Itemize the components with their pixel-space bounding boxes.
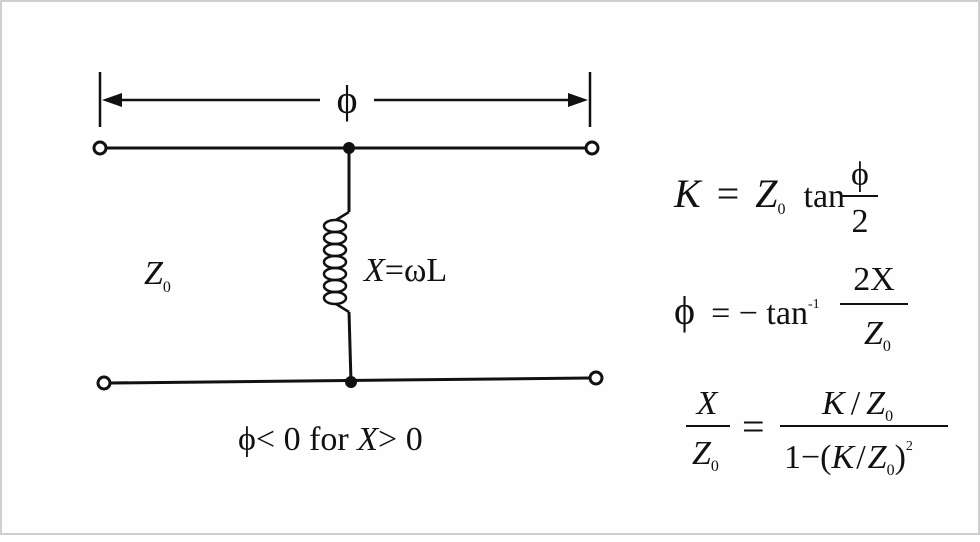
svg-text:K / Z0: K / Z0 <box>821 385 893 425</box>
junction-bottom <box>345 376 357 388</box>
reactance-label: X=ωL <box>362 252 447 289</box>
conductors <box>106 146 591 385</box>
equation-k: K = Z0 tan ϕ 2 <box>673 156 878 240</box>
junction-top <box>343 142 355 154</box>
equation-x: X Z0 = K / Z0 1−(K/Z0)2 <box>686 385 948 479</box>
impedance-label: Z0 <box>144 255 171 296</box>
equation-phi: ϕ = − tan-1 2X Z0 <box>674 261 908 355</box>
svg-text:X: X <box>695 385 719 422</box>
inductor-icon <box>322 210 350 314</box>
terminal-bottom-left <box>96 375 112 391</box>
svg-text:ϕ = − tan-1: ϕ = − tan-1 <box>674 288 820 333</box>
phase-dimension <box>98 72 592 127</box>
arrowhead-left <box>102 93 122 107</box>
svg-text:ϕ: ϕ <box>851 156 869 193</box>
shunt-wire-bottom <box>347 311 353 383</box>
terminals <box>92 140 604 391</box>
svg-text:1−(K/Z0)2: 1−(K/Z0)2 <box>784 439 913 479</box>
svg-text:=: = <box>742 404 765 449</box>
svg-text:Z0: Z0 <box>864 315 891 355</box>
svg-text:Z0: Z0 <box>692 435 719 475</box>
terminal-top-right <box>584 140 600 156</box>
svg-text:2X: 2X <box>853 261 895 298</box>
condition-label: ϕ< 0 for X> 0 <box>238 421 423 458</box>
terminal-top-left <box>92 140 108 156</box>
svg-text:K = Z0 tan: K = Z0 tan <box>673 171 845 223</box>
phase-label: ϕ <box>336 77 357 122</box>
terminal-bottom-right <box>588 370 604 386</box>
arrowhead-right <box>568 93 588 107</box>
svg-text:2: 2 <box>852 203 869 240</box>
